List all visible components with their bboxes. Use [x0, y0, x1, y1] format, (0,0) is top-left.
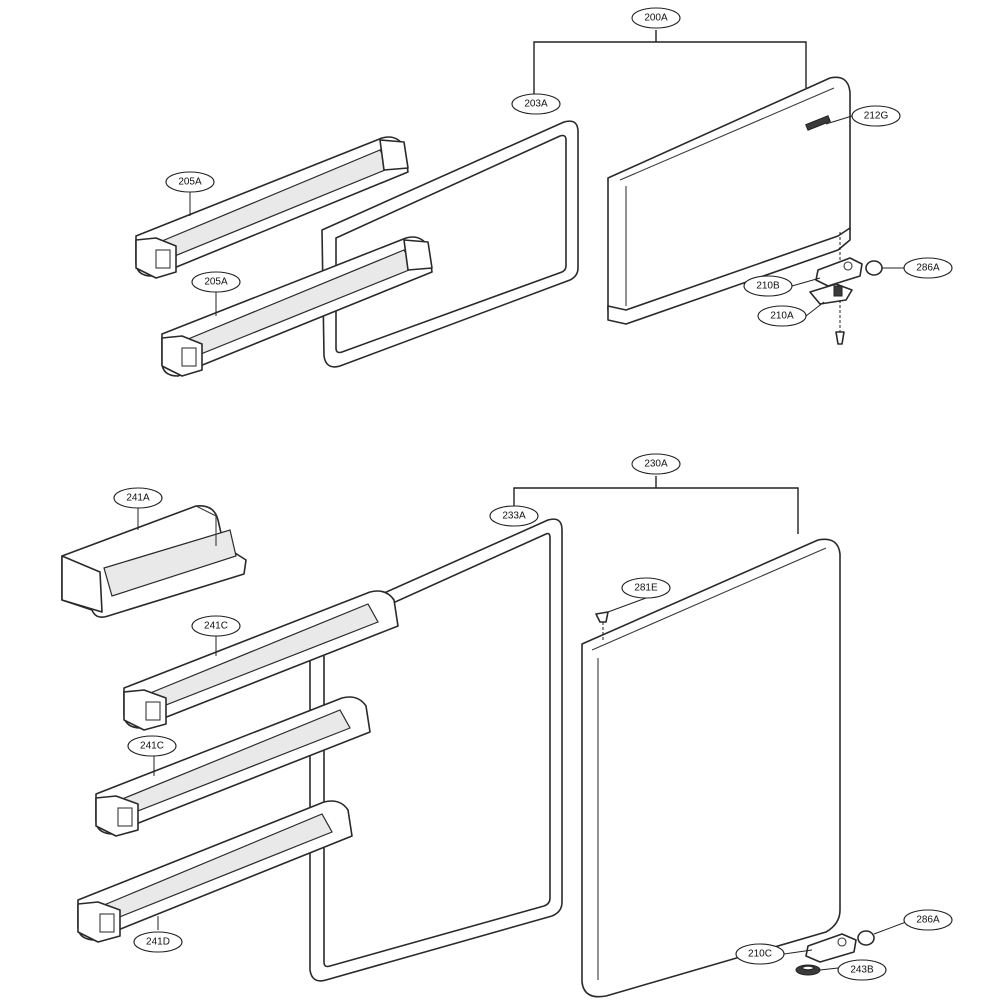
svg-text:200A: 200A [644, 13, 668, 24]
callout-210C: 210C [735, 943, 785, 965]
callout-230A: 230A [631, 453, 681, 475]
callout-212G: 212G [851, 105, 901, 127]
callout-243B: 243B [837, 959, 887, 981]
svg-text:286A: 286A [916, 915, 940, 926]
svg-text:286A: 286A [916, 263, 940, 274]
svg-text:233A: 233A [502, 511, 526, 522]
refrigerator-door [581, 538, 841, 998]
freezer-door [607, 76, 851, 325]
callout-205A-upper: 205A [165, 171, 215, 193]
door-bin-241C-lower [95, 696, 371, 837]
svg-text:241D: 241D [146, 937, 170, 948]
freezer-gasket [321, 120, 579, 368]
svg-text:212G: 212G [864, 111, 889, 122]
door-badge-212G [805, 115, 831, 131]
top-leaders [189, 115, 904, 317]
svg-text:210A: 210A [770, 311, 794, 322]
callout-281E: 281E [621, 577, 671, 599]
svg-text:205A: 205A [178, 177, 202, 188]
svg-text:230A: 230A [644, 459, 668, 470]
bottom-hinge-parts [795, 930, 875, 976]
svg-text:210C: 210C [748, 949, 772, 960]
callout-241C-lower: 241C [127, 735, 177, 757]
bracket-200A [533, 30, 807, 110]
callout-210B: 210B [743, 275, 793, 297]
callout-241D: 241D [133, 931, 183, 953]
callout-233A: 233A [489, 505, 539, 527]
callout-200A: 200A [631, 7, 681, 29]
svg-text:281E: 281E [634, 583, 658, 594]
callout-210A: 210A [757, 305, 807, 327]
svg-text:210B: 210B [756, 281, 780, 292]
svg-text:203A: 203A [524, 99, 548, 110]
callout-286A-top: 286A [903, 257, 953, 279]
top-hinge-parts [809, 232, 883, 345]
bottom-leaders [137, 508, 907, 971]
door-bin-241C-upper [123, 590, 399, 731]
callout-286A-bottom: 286A [903, 909, 953, 931]
svg-text:243B: 243B [850, 965, 874, 976]
door-bin-241D [77, 800, 353, 943]
svg-text:205A: 205A [204, 277, 228, 288]
callout-241A: 241A [113, 487, 163, 509]
svg-text:241C: 241C [140, 741, 164, 752]
bracket-230A [513, 476, 799, 534]
svg-text:241A: 241A [126, 493, 150, 504]
callout-241C-upper: 241C [191, 615, 241, 637]
refrigerator-gasket [309, 518, 563, 982]
top-pin-281E [595, 611, 609, 640]
door-bin-205A-lower [161, 236, 433, 377]
callout-205A-lower: 205A [191, 271, 241, 293]
dairy-bin-241A [61, 504, 247, 618]
svg-text:241C: 241C [204, 621, 228, 632]
door-bin-205A-upper [135, 136, 409, 279]
callout-203A: 203A [511, 93, 561, 115]
